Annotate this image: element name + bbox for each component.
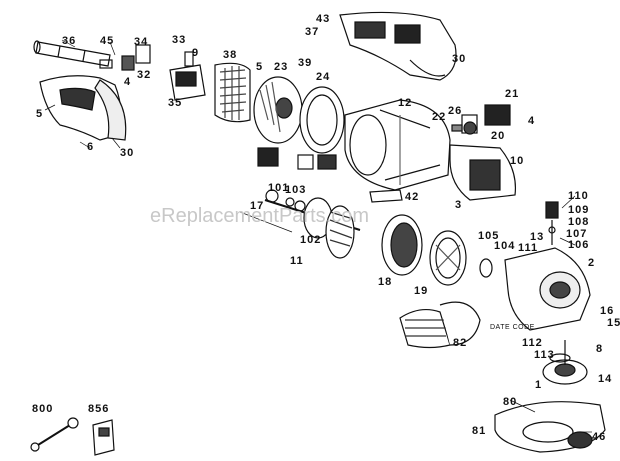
callout-104: 104 — [494, 240, 516, 252]
callout-6: 6 — [87, 141, 95, 153]
side-handle — [399, 301, 481, 349]
callout-81: 81 — [472, 425, 487, 437]
watermark: eReplacementParts.com — [150, 205, 369, 227]
callout-3: 3 — [455, 199, 463, 211]
callout-110: 110 — [568, 190, 589, 202]
callout-5a: 5 — [36, 108, 44, 120]
brush-holder — [169, 51, 206, 101]
handle-tube — [33, 40, 111, 67]
callout-103: 103 — [285, 184, 307, 196]
callout-17: 17 — [250, 200, 265, 212]
callout-35: 35 — [168, 97, 183, 109]
filter-screen — [214, 62, 251, 123]
wheel-guard — [494, 401, 606, 453]
callout-21: 21 — [505, 88, 520, 100]
callout-22: 22 — [432, 111, 447, 123]
rear-housing-left — [39, 75, 127, 141]
callout-9: 9 — [192, 47, 200, 59]
callout-13: 13 — [530, 231, 545, 243]
callout-39: 39 — [298, 57, 313, 69]
spindle-flange — [542, 340, 588, 385]
callout-80: 80 — [503, 396, 518, 408]
warning-label — [92, 419, 115, 456]
armature — [264, 189, 361, 259]
callout-30b: 30 — [120, 147, 135, 159]
callout-2: 2 — [588, 257, 596, 269]
callout-43: 43 — [316, 13, 331, 25]
callout-16: 16 — [600, 305, 615, 317]
callout-10: 10 — [510, 155, 525, 167]
callout-34: 34 — [134, 36, 149, 48]
retaining-clip — [479, 258, 493, 278]
callout-19: 19 — [414, 285, 429, 297]
callout-38: 38 — [223, 49, 238, 61]
callout-37: 37 — [305, 26, 320, 38]
spindle-lock-parts — [545, 201, 559, 245]
date-code-label: DATE CODE — [490, 324, 535, 331]
callout-18: 18 — [378, 276, 393, 288]
callout-4b: 4 — [528, 115, 536, 127]
callout-45: 45 — [100, 35, 115, 47]
bearing-ring — [429, 230, 467, 286]
callout-1: 1 — [535, 379, 543, 391]
gear-case — [504, 247, 591, 331]
callout-4a: 4 — [124, 76, 132, 88]
callout-15: 15 — [607, 317, 620, 329]
callout-5b: 5 — [256, 61, 264, 73]
stator-ring — [381, 214, 423, 276]
brush-cards — [257, 147, 337, 170]
callout-14: 14 — [598, 373, 613, 385]
callout-108: 108 — [568, 216, 590, 228]
spanner-wrench — [30, 417, 79, 452]
callout-32: 32 — [137, 69, 152, 81]
callout-113: 113 — [534, 349, 555, 361]
callout-42: 42 — [405, 191, 420, 203]
end-cap — [449, 144, 517, 201]
callout-46: 46 — [592, 431, 607, 443]
callout-82: 82 — [453, 337, 468, 349]
callout-24: 24 — [316, 71, 331, 83]
callout-12: 12 — [398, 97, 413, 109]
leader-lines — [44, 39, 592, 433]
callout-102: 102 — [300, 234, 322, 246]
callout-36: 36 — [62, 35, 77, 47]
callout-800: 800 — [32, 403, 54, 415]
callout-112: 112 — [522, 337, 543, 349]
callout-20: 20 — [491, 130, 506, 142]
callout-11: 11 — [290, 255, 304, 267]
callout-106: 106 — [568, 239, 590, 251]
gear-housing-top — [339, 11, 457, 81]
callout-101: 101 — [268, 182, 290, 194]
label-sheet — [369, 189, 403, 203]
fan-assembly — [253, 76, 303, 144]
callout-33: 33 — [172, 34, 187, 46]
brush-parts — [451, 104, 511, 135]
callout-30a: 30 — [452, 53, 467, 65]
callout-109: 109 — [568, 204, 590, 216]
switch-parts — [99, 44, 151, 71]
callout-107: 107 — [566, 228, 588, 240]
callout-856: 856 — [88, 403, 110, 415]
callout-26: 26 — [448, 105, 463, 117]
callout-8: 8 — [596, 343, 604, 355]
baffle-ring — [299, 86, 345, 154]
motor-housing — [344, 99, 451, 191]
callout-23: 23 — [274, 61, 289, 73]
callout-105: 105 — [478, 230, 500, 242]
callout-111: 111 — [518, 242, 539, 254]
